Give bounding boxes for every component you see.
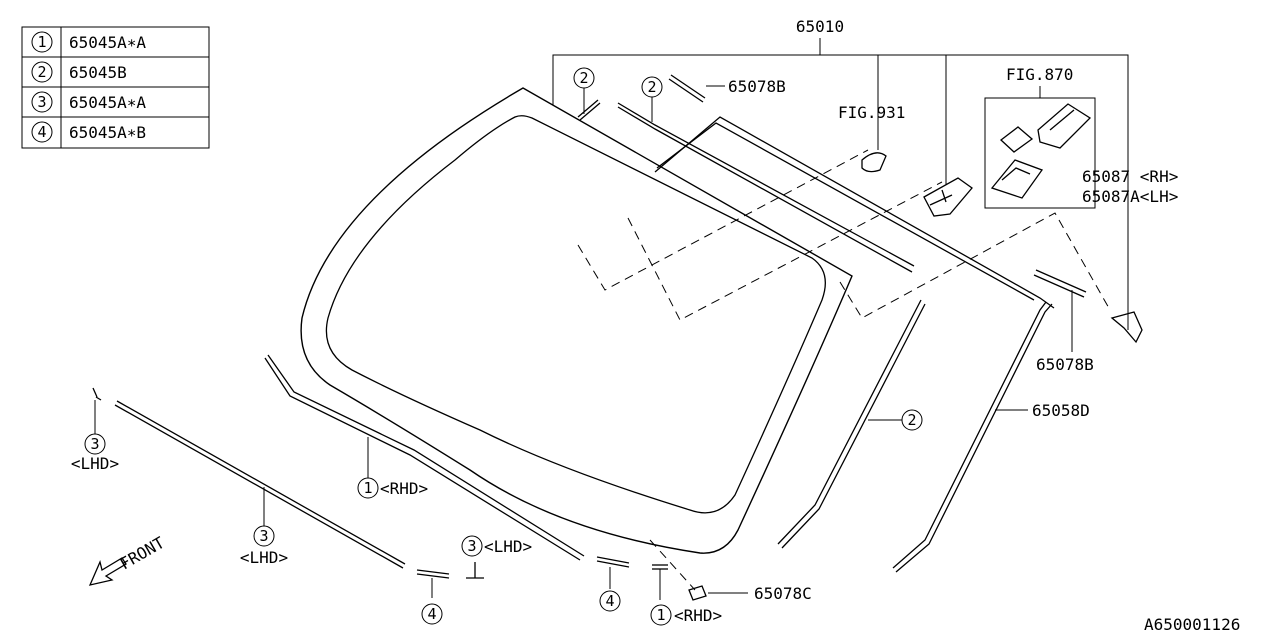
bottom-molding-lhd: [114, 400, 406, 569]
label-65087-rh: 65087 <RH>: [1082, 167, 1178, 186]
svg-text:<LHD>: <LHD>: [484, 537, 532, 556]
dashed-leader-lines: [577, 149, 1111, 591]
callout-3-bottom: 3 <LHD>: [461, 535, 532, 557]
svg-text:2: 2: [907, 411, 916, 429]
svg-text:<RHD>: <RHD>: [380, 479, 428, 498]
side-molding-2: [777, 299, 926, 549]
callout-1-rhd: 1 <RHD>: [357, 437, 428, 499]
fig870-box: FIG.870: [984, 65, 1096, 209]
top-clip-left: [577, 99, 601, 121]
svg-text:1: 1: [363, 479, 372, 497]
label-65058d: 65058D: [1032, 401, 1090, 420]
callout-3-left: 3 <LHD>: [240, 487, 288, 567]
svg-text:3: 3: [90, 435, 99, 453]
legend-num-2: 2: [37, 63, 46, 81]
svg-text:<LHD>: <LHD>: [71, 454, 119, 473]
strip-65078b-right: [1033, 269, 1087, 352]
legend-row-4: 4 65045A∗B: [31, 121, 146, 143]
legend-part-4: 65045A∗B: [69, 123, 146, 142]
bottom-molding-rhd: [264, 354, 585, 561]
legend-num-3: 3: [37, 93, 46, 111]
clip-4-mid: [596, 556, 630, 589]
svg-text:4: 4: [427, 605, 436, 623]
callout-1-bottom: 1 <RHD>: [650, 604, 722, 626]
legend-num-1: 1: [37, 33, 46, 51]
top-molding-upper: [617, 102, 915, 273]
part-65087: 65087 <RH> 65087A<LH>: [1082, 167, 1178, 344]
assembly-bracket: 65010: [552, 17, 1129, 330]
clip-far-left: [92, 387, 102, 401]
label-65078c: 65078C: [754, 584, 812, 603]
legend-part-1: 65045A∗A: [69, 33, 146, 52]
callout-2-right: 2: [868, 409, 923, 431]
label-65010: 65010: [796, 17, 844, 36]
front-arrow-icon: FRONT: [88, 533, 169, 586]
mirror-bracket-part: [923, 177, 973, 217]
clip-3-bottom: [466, 562, 484, 579]
label-65087a-lh: 65087A<LH>: [1082, 187, 1178, 206]
svg-text:3: 3: [467, 537, 476, 555]
molding-65058d: [892, 301, 1053, 573]
legend-table: 1 65045A∗A 2 65045B 3 65045A∗A 4 65045A∗…: [21, 26, 210, 149]
callout-2-top-mid: 2: [641, 76, 663, 122]
callout-2-top-left: 2: [573, 67, 595, 114]
legend-num-4: 4: [37, 123, 46, 141]
windshield-glass: [300, 87, 853, 554]
label-65078b-right: 65078B: [1036, 355, 1094, 374]
label-front: FRONT: [117, 533, 169, 574]
rear-glass-outline: [654, 116, 1055, 309]
legend-part-3: 65045A∗A: [69, 93, 146, 112]
svg-text:<RHD>: <RHD>: [674, 606, 722, 625]
label-65078b-top: 65078B: [728, 77, 786, 96]
svg-text:1: 1: [656, 606, 665, 624]
svg-text:<LHD>: <LHD>: [240, 548, 288, 567]
legend-row-2: 2 65045B: [31, 61, 127, 83]
svg-text:4: 4: [605, 592, 614, 610]
clip-4-left: [416, 569, 450, 598]
label-fig870: FIG.870: [1006, 65, 1073, 84]
callout-4-left: 4: [421, 603, 443, 625]
svg-text:2: 2: [579, 69, 588, 87]
svg-text:2: 2: [647, 78, 656, 96]
legend-row-3: 3 65045A∗A: [31, 91, 146, 113]
part-65078c: [688, 585, 748, 601]
legend-part-2: 65045B: [69, 63, 127, 82]
svg-text:3: 3: [259, 527, 268, 545]
fig931-sensor: FIG.931: [838, 103, 905, 173]
callout-4-mid: 4: [599, 590, 621, 612]
legend-row-1: 1 65045A∗A: [31, 31, 146, 53]
top-strip-65078b: [668, 74, 725, 103]
callout-3-far-left: 3 <LHD>: [71, 400, 119, 473]
clip-1-bottom: [652, 564, 668, 600]
label-doc-id: A650001126: [1144, 615, 1240, 634]
label-fig931: FIG.931: [838, 103, 905, 122]
